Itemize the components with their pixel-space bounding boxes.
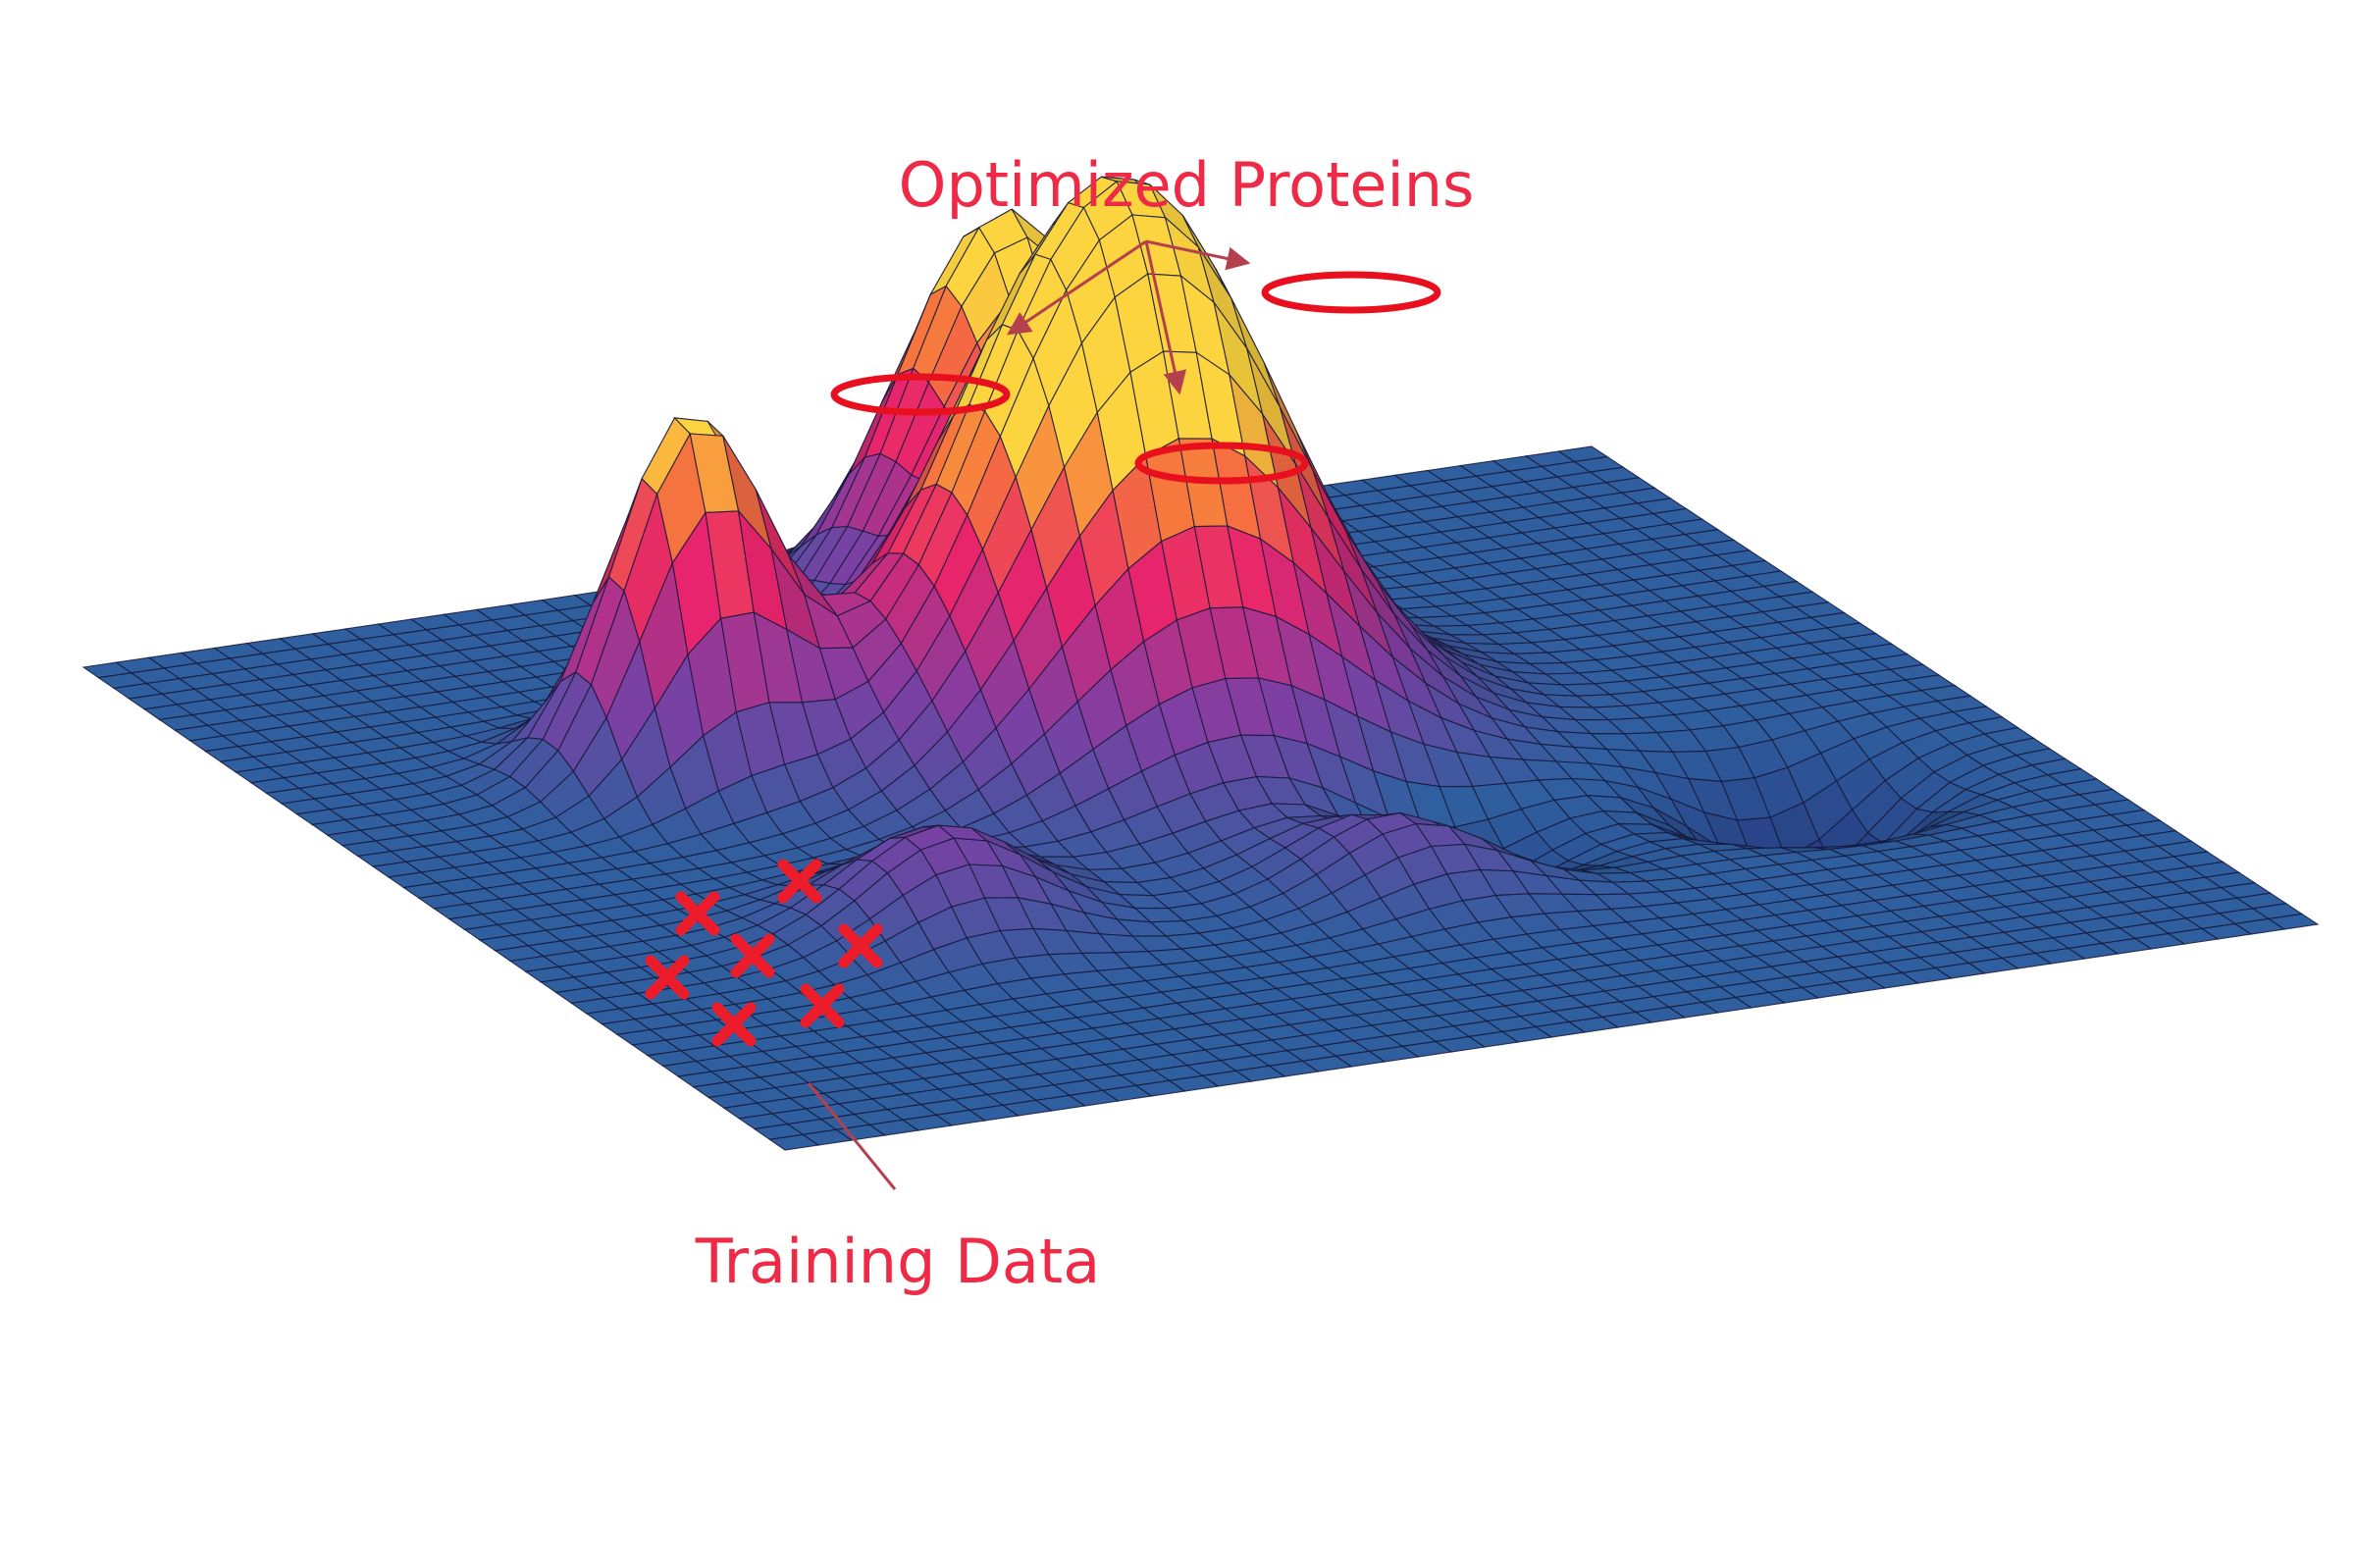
cross-marker-icon — [800, 983, 845, 1028]
training-data-markers — [645, 859, 883, 1047]
cross-marker-icon — [711, 1002, 757, 1047]
surface-cell — [2267, 913, 2320, 930]
cross-marker-icon — [777, 859, 822, 904]
arrow-to-center-peak — [1144, 240, 1187, 395]
annotation-arrows — [807, 239, 1251, 1190]
cross-marker-icon — [838, 923, 883, 968]
landscape-surface — [81, 176, 2320, 1151]
training-pointer-line — [807, 1082, 897, 1190]
arrow-to-right-peak — [1145, 239, 1251, 271]
peak-ring-left — [830, 373, 1011, 416]
cross-marker-icon — [645, 955, 690, 1000]
optimized-proteins-label: Optimized Proteins — [899, 149, 1475, 221]
arrow-to-left-peak — [1007, 239, 1147, 336]
peak-markers — [830, 271, 1441, 485]
peak-ring-center — [1134, 442, 1309, 485]
training-data-label: Training Data — [695, 1226, 1100, 1297]
cross-marker-icon — [730, 933, 775, 978]
cross-marker-icon — [675, 891, 720, 936]
peak-ring-right — [1261, 271, 1441, 314]
